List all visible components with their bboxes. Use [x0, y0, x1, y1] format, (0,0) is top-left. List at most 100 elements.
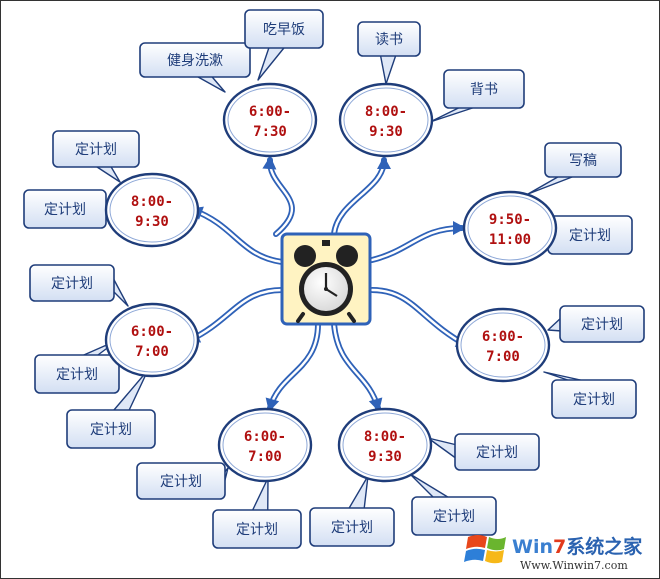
callout-pointer	[527, 174, 578, 195]
time-node-ellipse	[337, 407, 433, 483]
callout-rect	[559, 305, 645, 343]
branch-line-outer	[267, 321, 321, 411]
time-node-text: 7:00	[486, 349, 520, 365]
branch-line-inner	[332, 322, 380, 410]
time-node-ellipse	[455, 307, 551, 383]
time-node-text: 6:00-	[482, 329, 524, 345]
callout-rect	[244, 9, 324, 49]
callout-box: 定计划	[427, 433, 540, 471]
callout-box: 定计划	[309, 475, 395, 547]
time-node-ellipse	[217, 407, 313, 483]
time-node: 8:00- 9:30	[338, 82, 434, 158]
callout-pointer	[379, 53, 397, 85]
time-node: 8:00- 9:30	[104, 172, 200, 248]
callout-box: 定计划	[52, 130, 140, 183]
alarm-clock-icon	[294, 240, 358, 323]
watermark-7: 7	[553, 536, 566, 558]
branch-line-inner	[370, 226, 464, 262]
time-node-inner-ring	[460, 312, 546, 378]
watermark-cn: 系统之家	[566, 535, 643, 558]
time-node-text: 9:30	[135, 214, 169, 230]
watermark: Win7系统之家 Www.Winwin7.com	[464, 535, 643, 572]
time-node-group: 6:00-7:308:00-9:309:50-11:006:00-7:008:0…	[104, 82, 558, 483]
callout-rect	[454, 433, 540, 471]
callout-label: 背书	[470, 82, 498, 98]
branch-line-outer	[190, 207, 285, 265]
callout-rect	[411, 496, 497, 536]
callout-box: 定计划	[23, 189, 119, 229]
callout-label: 定计划	[331, 520, 373, 536]
time-node-ellipse	[338, 82, 434, 158]
time-node: 9:50- 11:00	[462, 190, 558, 266]
callout-box: 定计划	[66, 369, 156, 449]
time-node: 6:00- 7:00	[104, 302, 200, 378]
callout-label: 定计划	[236, 522, 278, 538]
callout-box: 定计划	[544, 215, 633, 255]
time-node: 8:00-9:30	[337, 407, 433, 483]
callout-box: 吃早饭	[244, 9, 324, 81]
callout-pointer	[251, 477, 269, 513]
time-node-text: 9:30	[369, 124, 403, 140]
branch-arrowhead	[453, 221, 466, 235]
callout-label: 定计划	[90, 422, 132, 438]
time-node-text: 9:30	[368, 449, 402, 465]
callout-box: 健身洗漱	[139, 42, 251, 93]
branch-line-inner	[188, 288, 284, 342]
callout-rect	[551, 379, 637, 419]
callout-rect	[544, 142, 622, 178]
callout-label: 定计划	[573, 392, 615, 408]
callout-box: 定计划	[543, 371, 637, 419]
time-node-text: 6:00-	[131, 324, 173, 340]
watermark-url: Www.Winwin7.com	[520, 559, 628, 572]
branch-line-inner	[268, 322, 320, 410]
time-node-inner-ring	[467, 195, 553, 261]
callout-label: 定计划	[56, 367, 98, 383]
callout-label: 定计划	[581, 317, 623, 333]
time-node: 6:00-7:00	[217, 407, 313, 483]
callout-box: 定计划	[29, 264, 129, 307]
time-node-text: 11:00	[489, 232, 531, 248]
watermark-win: Win	[512, 536, 553, 558]
callout-label: 健身洗漱	[167, 53, 223, 69]
branch-arrowhead	[377, 156, 391, 169]
time-node-inner-ring	[342, 412, 428, 478]
callout-rect	[29, 264, 115, 302]
time-node-ellipse	[104, 172, 200, 248]
callout-label: 吃早饭	[263, 22, 305, 38]
time-node-text: 8:00-	[365, 104, 407, 120]
branch-line-outer	[331, 321, 381, 411]
callout-rect	[139, 42, 251, 78]
callout-label: 定计划	[160, 474, 202, 490]
callout-rect	[309, 507, 395, 547]
branch-line-inner	[332, 158, 386, 236]
time-node-inner-ring	[222, 412, 308, 478]
callout-label: 定计划	[569, 228, 611, 244]
callout-group: 健身洗漱吃早饭读书背书写稿定计划定计划定计划定计划定计划定计划定计划定计划定计划…	[23, 9, 645, 549]
time-node-ellipse	[104, 302, 200, 378]
callout-label: 定计划	[476, 445, 518, 461]
time-node-text: 7:00	[248, 449, 282, 465]
time-node-text: 8:00-	[131, 194, 173, 210]
callout-box: 定计划	[409, 473, 497, 536]
callout-pointer	[347, 475, 369, 511]
time-node-ellipse	[462, 190, 558, 266]
time-node-ellipse	[222, 82, 318, 158]
branch-arrowhead	[262, 156, 277, 170]
time-node-inner-ring	[109, 177, 195, 243]
callout-rect	[212, 509, 302, 549]
time-node-inner-ring	[343, 87, 429, 153]
callout-pointer	[257, 45, 287, 81]
callout-pointer	[409, 473, 452, 500]
time-node-text: 9:50-	[489, 212, 531, 228]
time-node-text: 7:00	[135, 344, 169, 360]
callout-label: 定计划	[75, 142, 117, 158]
callout-label: 定计划	[433, 509, 475, 525]
callout-pointer	[427, 437, 458, 460]
callout-rect	[52, 130, 140, 168]
callout-rect	[136, 462, 226, 500]
time-node-inner-ring	[227, 87, 313, 153]
branch-line-inner	[370, 288, 468, 347]
time-node-inner-ring	[109, 307, 195, 373]
callout-label: 定计划	[51, 276, 93, 292]
callout-box: 定计划	[212, 477, 302, 549]
